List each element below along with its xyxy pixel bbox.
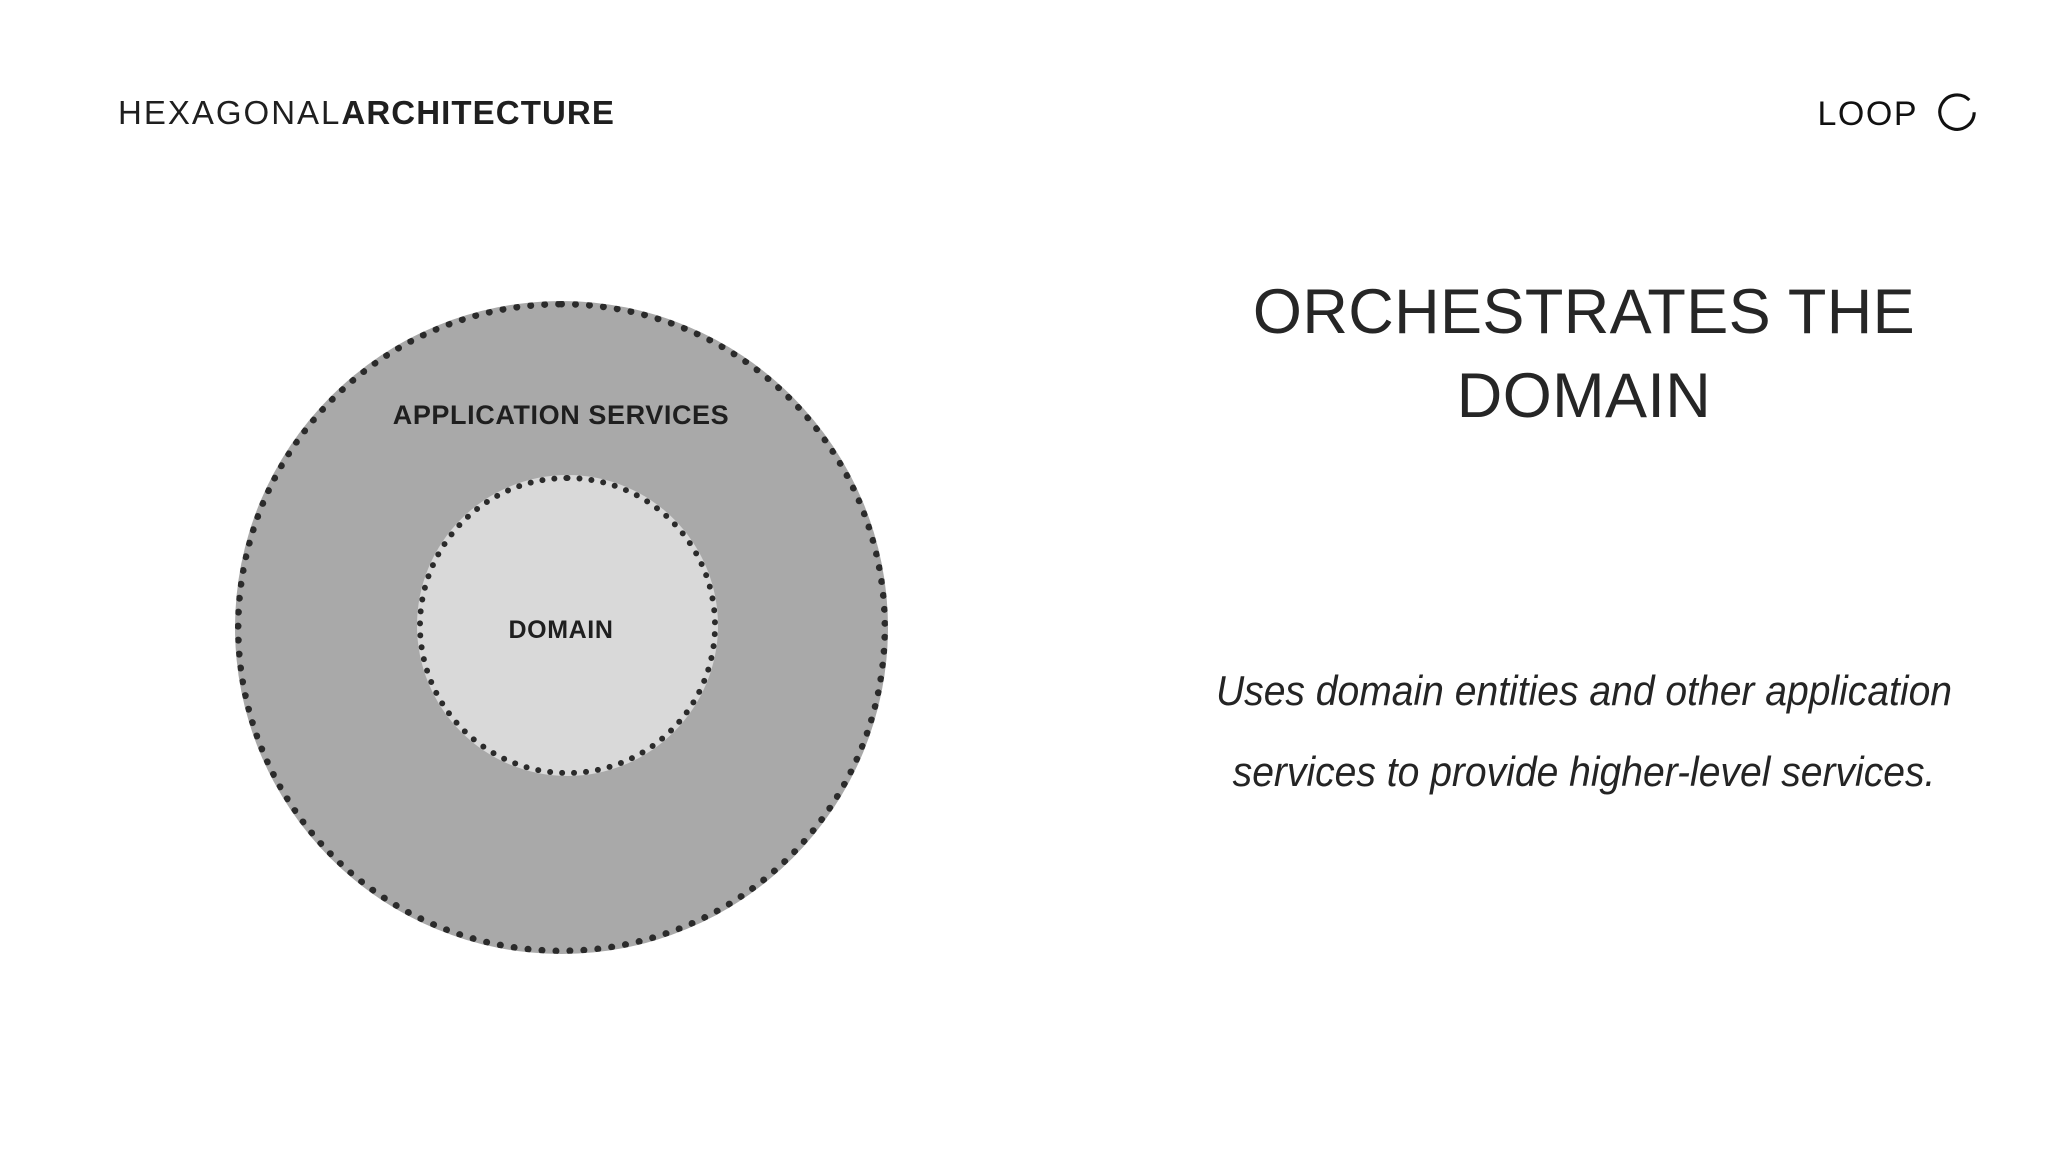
application-services-label: APPLICATION SERVICES: [392, 400, 730, 430]
logo-wordmark: LOOP: [1817, 95, 1918, 133]
loop-circle-icon: [1934, 91, 1980, 137]
page-title-bold: ARCHITECTURE: [341, 94, 615, 131]
content-column: ORCHESTRATES THE DOMAIN Uses domain enti…: [1120, 0, 2048, 1152]
page-title: HEXAGONALARCHITECTURE: [118, 93, 615, 133]
domain-label: DOMAIN: [508, 616, 614, 644]
headline: ORCHESTRATES THE DOMAIN: [1170, 270, 1998, 438]
headline-line-2: DOMAIN: [1456, 361, 1712, 431]
diagram-area: APPLICATION SERVICES DOMAIN: [235, 301, 888, 954]
brand-logo: LOOP: [1818, 90, 1980, 138]
domain-circle: [417, 475, 718, 776]
headline-line-1: ORCHESTRATES THE: [1252, 277, 1916, 347]
page-title-thin: HEXAGONAL: [118, 94, 342, 131]
body-description: Uses domain entities and other applicati…: [1215, 667, 1953, 795]
slide-header: HEXAGONALARCHITECTURE LOOP: [0, 0, 2048, 190]
